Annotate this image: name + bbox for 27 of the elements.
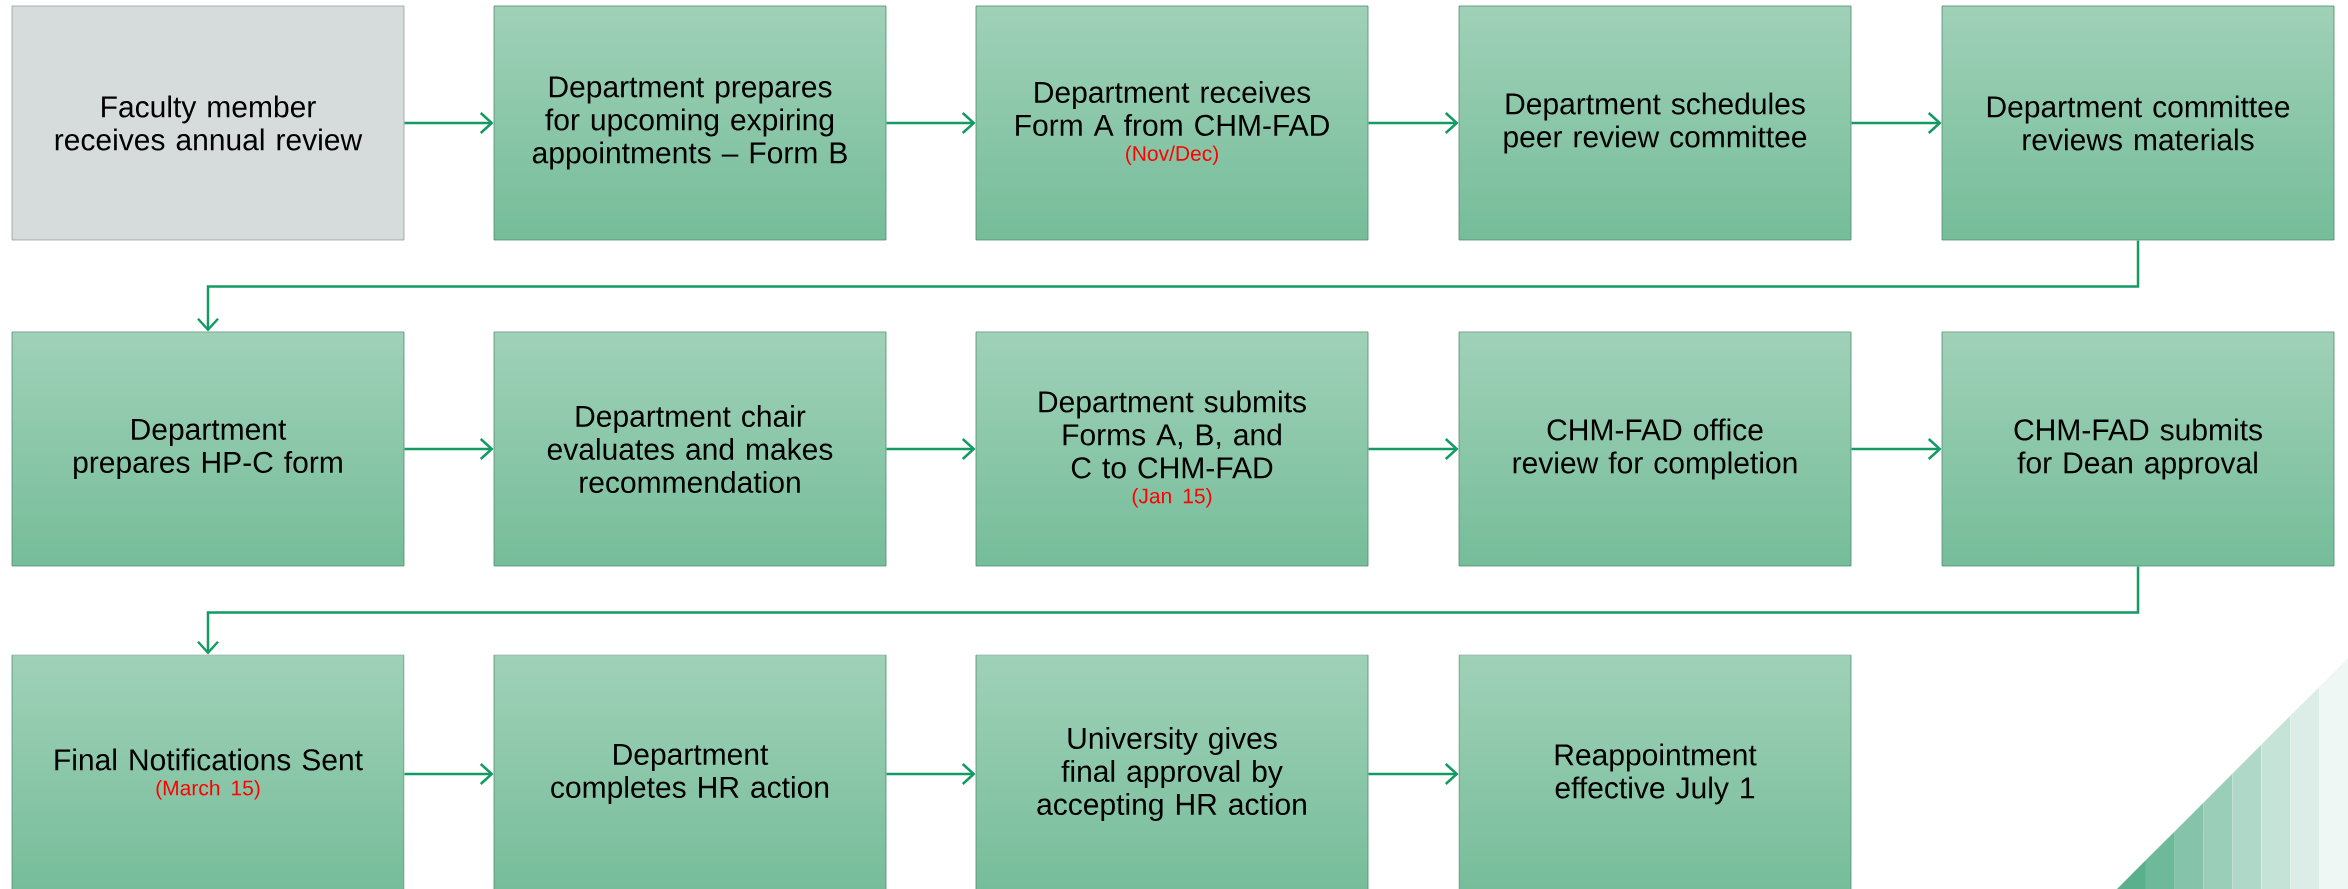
process-box: Reappointment effective July 1 [1458, 654, 1852, 889]
process-box: Department chair evaluates and makes recommendation [493, 331, 887, 567]
arrow [1851, 438, 1942, 460]
arrow [404, 438, 494, 460]
arrow [886, 438, 976, 460]
arrow [197, 240, 2140, 332]
arrow [1851, 112, 1942, 134]
process-box: CHM-FAD office review for completion [1458, 331, 1852, 567]
arrow [1368, 438, 1459, 460]
process-box: Department receives Form A from CHM-FAD (Nov/Dec) [975, 5, 1369, 241]
arrow [197, 566, 2140, 655]
arrow [1368, 763, 1459, 785]
process-box: Final Notifications Sent (March 15) [11, 654, 405, 889]
arrow [886, 763, 976, 785]
process-box: Faculty member receives annual review [11, 5, 405, 241]
process-box: Department prepares for upcoming expiring appointments – Form B [493, 5, 887, 241]
process-box: University gives final approval by accepting HR action [975, 654, 1369, 889]
process-box: Department committee reviews materials [1941, 5, 2335, 241]
arrow [1368, 112, 1459, 134]
process-box: Department completes HR action [493, 654, 887, 889]
process-box: Department submits Forms A, B, and C to CHM-FAD (Jan 15) [975, 331, 1369, 567]
process-box: Department prepares HP-C form [11, 331, 405, 567]
process-box: Department schedules peer review committee [1458, 5, 1852, 241]
arrow [404, 763, 494, 785]
arrow [404, 112, 494, 134]
process-box: CHM-FAD submits for Dean approval [1941, 331, 2335, 567]
arrow [886, 112, 976, 134]
